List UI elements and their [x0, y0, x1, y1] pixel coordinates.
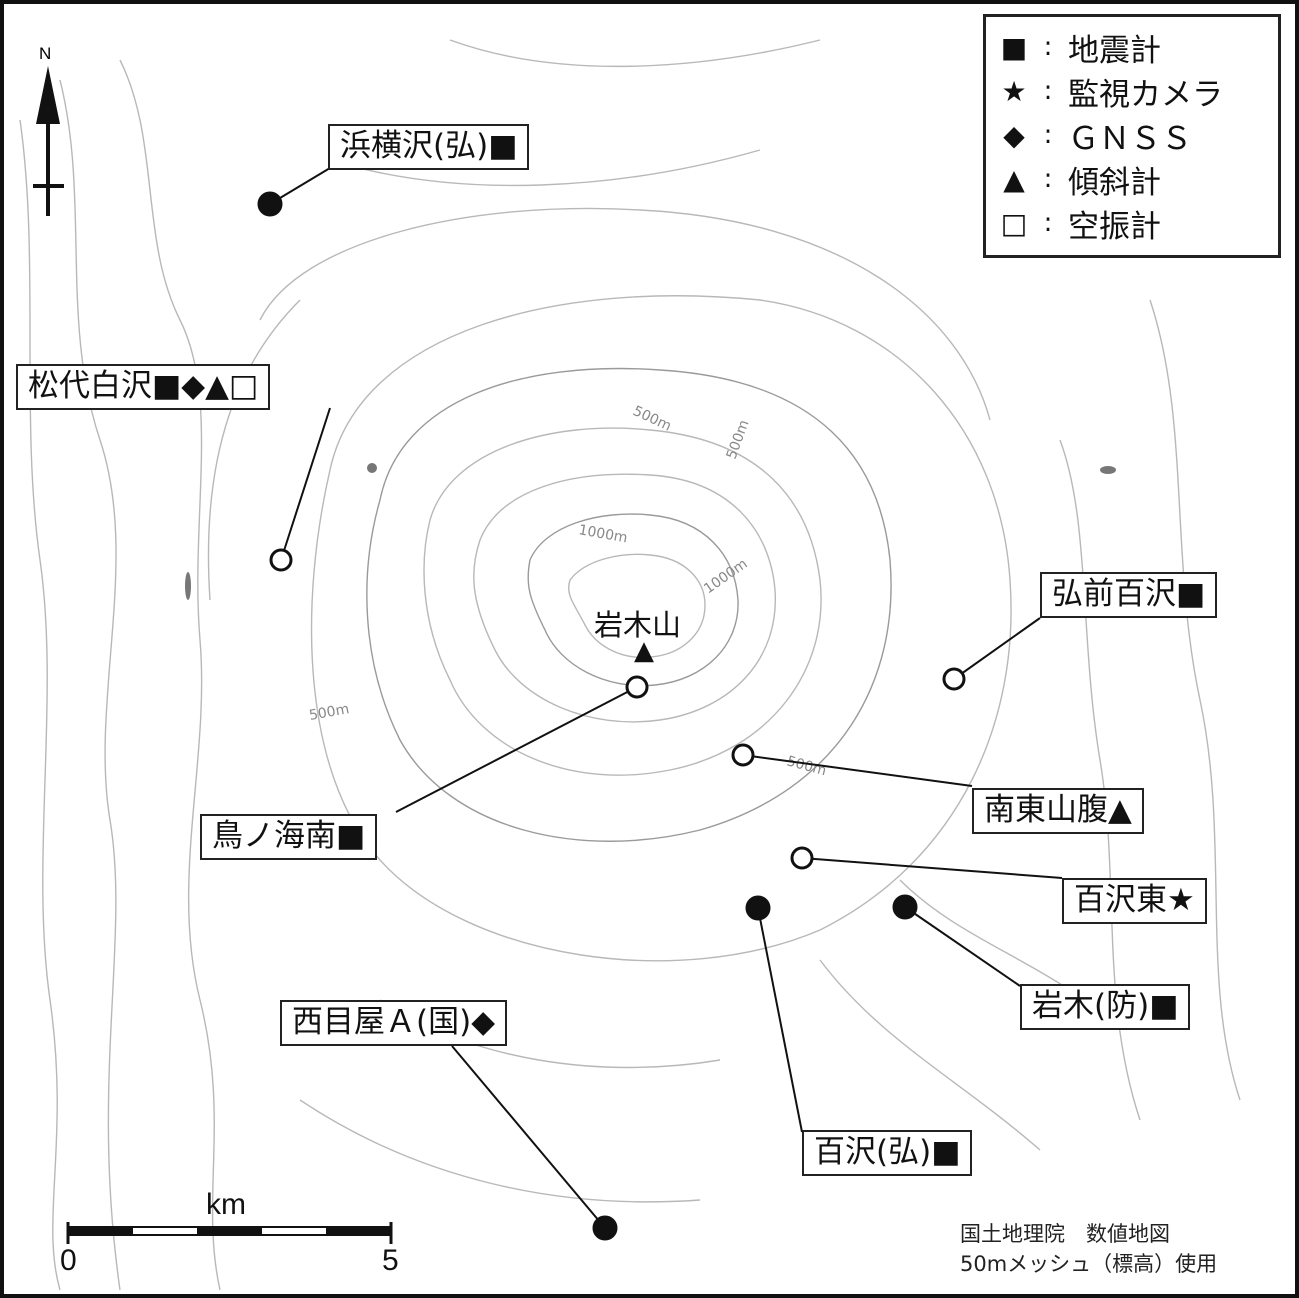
legend-colon: :	[1043, 208, 1053, 238]
scale-max: 5	[382, 1244, 399, 1277]
peak-triangle-icon: ▲	[634, 636, 654, 666]
station-label-hamayokosawa: 浜横沢(弘)■	[328, 124, 530, 170]
station-marker-filled	[745, 895, 771, 921]
station-label-torinoumi-minami: 鳥ノ海南■	[200, 814, 378, 860]
station-marker-filled	[892, 894, 918, 920]
data-source-credit: 国土地理院 数値地図 50mメッシュ（標高）使用	[960, 1219, 1217, 1279]
legend-label: 監視カメラ	[1068, 76, 1223, 113]
legend-colon: :	[1043, 32, 1053, 62]
station-marker-open	[942, 667, 966, 691]
legend-label: 傾斜計	[1068, 164, 1161, 201]
contour-lines	[19, 39, 1241, 1291]
station-label-hirosaki-hyakuzawa: 弘前百沢■	[1040, 572, 1218, 618]
station-label-matsushiro-shirasawa: 松代白沢■◆▲□	[16, 364, 271, 410]
legend-item-camera: ★ : 監視カメラ	[1000, 69, 1278, 113]
station-label-nishimeya-a: 西目屋Ａ(国)◆	[280, 1000, 508, 1046]
legend-colon: :	[1043, 76, 1053, 106]
station-markers	[257, 191, 966, 1241]
legend: ■ : 地震計 ★ : 監視カメラ ◆ : ＧＮＳＳ ▲ : 傾斜計 □ : 空…	[983, 14, 1281, 258]
station-marker-filled	[592, 1215, 618, 1241]
legend-colon: :	[1043, 164, 1053, 194]
square-icon: ■	[1000, 30, 1028, 64]
legend-colon: :	[1043, 120, 1053, 150]
legend-label: 空振計	[1068, 208, 1161, 245]
station-marker-open	[625, 675, 649, 699]
station-label-hyakuzawa-higashi: 百沢東★	[1062, 878, 1207, 924]
legend-item-seismometer: ■ : 地震計	[1000, 25, 1278, 69]
star-icon: ★	[1001, 74, 1027, 108]
station-label-iwaki-bo: 岩木(防)■	[1020, 984, 1191, 1030]
scale-min: 0	[60, 1244, 77, 1277]
legend-item-gnss: ◆ : ＧＮＳＳ	[1000, 113, 1278, 157]
contour-label: 500m	[308, 701, 351, 724]
station-label-hyakuzawa-hiro: 百沢(弘)■	[802, 1130, 973, 1176]
station-marker-filled	[257, 191, 283, 217]
legend-label: 地震計	[1068, 32, 1161, 69]
legend-item-tiltmeter: ▲ : 傾斜計	[1000, 157, 1278, 201]
water-bodies	[185, 463, 1116, 600]
legend-label: ＧＮＳＳ	[1068, 120, 1192, 157]
diamond-icon: ◆	[1003, 118, 1025, 152]
north-label: N	[39, 44, 52, 63]
leader-lines	[269, 167, 1063, 1229]
credit-line-2: 50mメッシュ（標高）使用	[960, 1252, 1218, 1276]
peak-name: 岩木山	[594, 608, 682, 642]
station-marker-open	[731, 743, 755, 767]
station-label-nanto-sanpuku: 南東山腹▲	[972, 788, 1144, 834]
scale-unit: km	[206, 1188, 246, 1221]
north-arrow	[33, 66, 64, 216]
credit-line-1: 国土地理院 数値地図	[960, 1222, 1170, 1246]
station-marker-open	[269, 548, 293, 572]
station-marker-open	[790, 846, 814, 870]
legend-item-infrasound: □ : 空振計	[1000, 201, 1278, 245]
triangle-icon: ▲	[1003, 162, 1025, 196]
scale-bar	[66, 1222, 393, 1244]
open-square-icon: □	[1000, 206, 1028, 240]
